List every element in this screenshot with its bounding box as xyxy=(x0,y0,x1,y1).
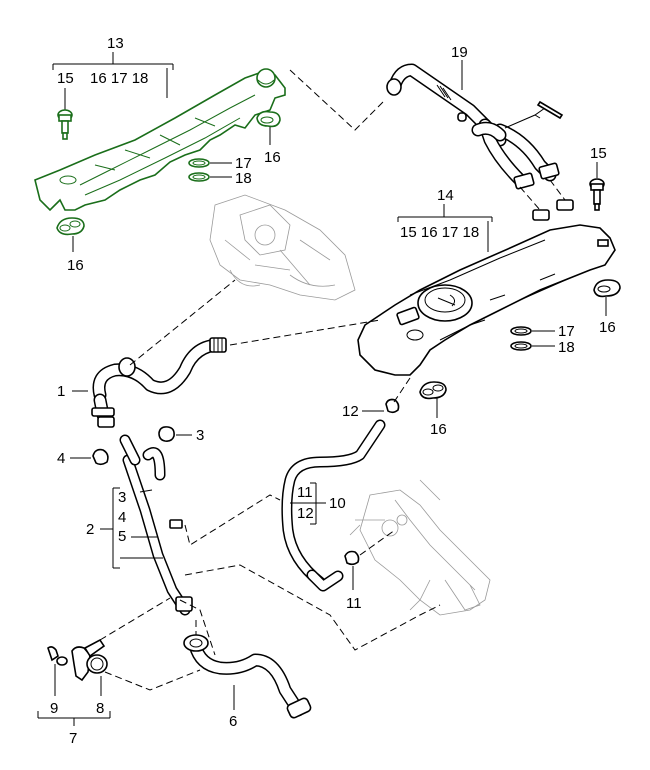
callout-2-group: 3 4 5 2 xyxy=(86,487,163,569)
hose-1[interactable]: 1 xyxy=(57,337,227,428)
tube-2[interactable] xyxy=(119,434,193,616)
callout-8: 8 xyxy=(96,700,104,717)
engine-ghost-bottom xyxy=(349,479,491,616)
grommet-16-bottom-left[interactable]: 16 xyxy=(56,217,85,274)
orings-left[interactable]: 17 18 xyxy=(188,155,252,187)
callout-14-items: 15 16 17 18 xyxy=(400,224,479,241)
cap-3[interactable]: 3 xyxy=(158,426,204,444)
callout-10-item-12: 12 xyxy=(297,505,314,522)
bolt-15-right[interactable]: 15 xyxy=(589,145,607,211)
callout-7-group: 9 8 7 xyxy=(37,664,111,747)
callout-12: 12 xyxy=(342,403,359,420)
clip-11[interactable]: 11 xyxy=(344,550,362,613)
callout-16-center: 16 xyxy=(430,421,447,438)
callout-16-bottom-left: 16 xyxy=(67,257,84,274)
callout-3: 3 xyxy=(196,427,204,444)
clip-4[interactable]: 4 xyxy=(57,448,109,467)
callout-2: 2 xyxy=(86,521,94,538)
callout-2-item-4: 4 xyxy=(118,509,126,526)
callout-17-left: 17 xyxy=(235,155,252,172)
callout-19: 19 xyxy=(451,44,468,61)
callout-18-left: 18 xyxy=(235,170,252,187)
callout-11: 11 xyxy=(346,595,362,612)
bolt-15-left[interactable] xyxy=(57,88,73,140)
cover-14[interactable] xyxy=(357,199,616,376)
callout-15-right: 15 xyxy=(590,145,607,162)
callout-2-item-3: 3 xyxy=(118,489,126,506)
grommet-16-top[interactable]: 16 xyxy=(256,110,281,166)
hose-10[interactable] xyxy=(281,419,386,592)
cover-13[interactable] xyxy=(34,68,286,212)
callout-13-item-15: 15 xyxy=(57,70,74,87)
callout-10-group: 11 12 10 xyxy=(290,482,346,525)
callout-7: 7 xyxy=(69,730,77,747)
callout-2-item-5: 5 xyxy=(118,528,126,545)
callout-16-right: 16 xyxy=(599,319,616,336)
callout-10: 10 xyxy=(329,495,346,512)
engine-ghost-top xyxy=(209,194,356,301)
hose-6[interactable]: 6 xyxy=(183,634,312,730)
callout-16-top-left: 16 xyxy=(264,149,281,166)
callout-9: 9 xyxy=(50,700,58,717)
bracket-7[interactable] xyxy=(47,638,108,682)
hose-19[interactable]: 19 xyxy=(386,44,564,190)
callout-18-right: 18 xyxy=(558,339,575,356)
callout-14: 14 xyxy=(437,187,454,204)
callout-17-right: 17 xyxy=(558,323,575,340)
callout-13-group: 13 15 16 17 18 xyxy=(52,35,174,98)
clip-12[interactable]: 12 xyxy=(342,398,400,421)
callout-13: 13 xyxy=(107,35,124,52)
callout-1: 1 xyxy=(57,383,65,400)
grommet-16-center[interactable]: 16 xyxy=(419,381,447,438)
callout-14-group: 14 15 16 17 18 xyxy=(397,187,493,252)
callout-4: 4 xyxy=(57,450,65,467)
assembly-lines xyxy=(99,69,566,691)
grommet-16-right[interactable]: 16 xyxy=(593,279,621,336)
callout-10-item-11: 11 xyxy=(297,484,313,501)
orings-right[interactable]: 17 18 xyxy=(510,323,575,356)
callout-13-items: 16 17 18 xyxy=(90,70,148,87)
callout-6: 6 xyxy=(229,713,237,730)
